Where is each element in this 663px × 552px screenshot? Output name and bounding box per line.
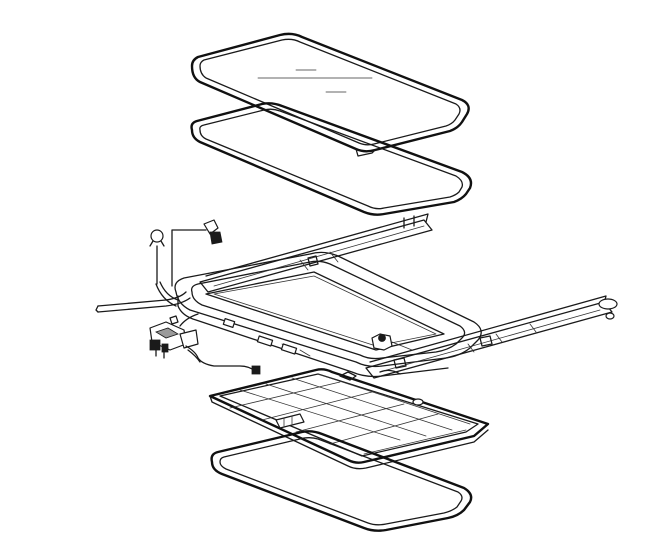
sunshade-panel: [208, 368, 490, 470]
drain-tube: [95, 281, 191, 313]
sunroof-frame: [174, 251, 482, 378]
center-nut: [371, 333, 413, 351]
front-guide-rail: [199, 213, 433, 293]
right-guide-rail: [365, 295, 618, 379]
retainer-clip: [149, 229, 165, 285]
motor-assembly: [149, 315, 199, 359]
glass-seal: [190, 102, 473, 216]
glass-panel: [190, 32, 470, 157]
clip-fastener: [171, 219, 223, 287]
wiring-harness: [179, 313, 261, 375]
lower-trim-seal: [210, 430, 473, 532]
